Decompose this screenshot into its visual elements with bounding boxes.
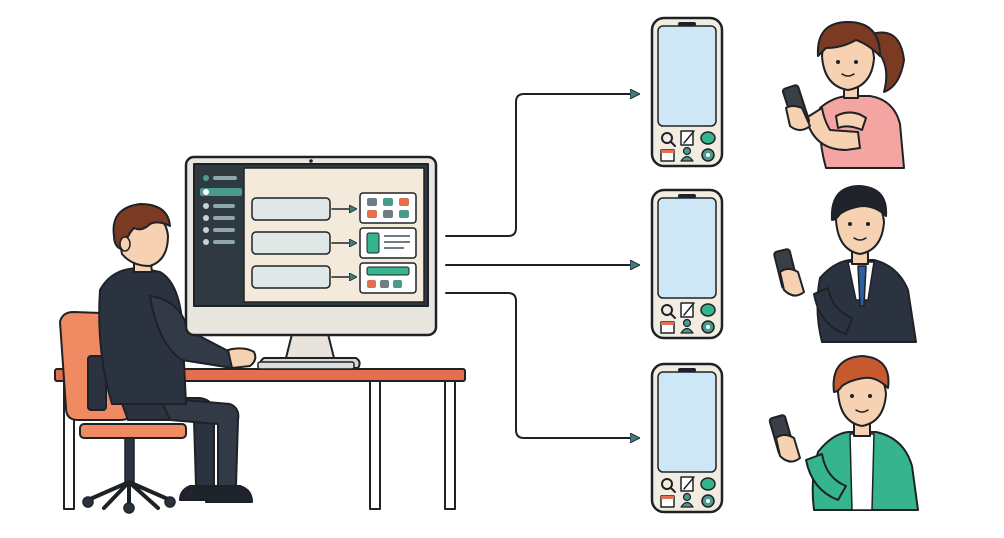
phone-bottom (650, 362, 724, 514)
gear-icon (701, 494, 715, 508)
chat-icon (700, 131, 716, 145)
woman-with-phone (781, 21, 905, 169)
edit-icon (680, 130, 695, 146)
businessman-with-phone (773, 185, 917, 343)
search-icon (661, 304, 676, 319)
gear-icon (701, 320, 715, 334)
distribution-arrows (445, 94, 636, 438)
gear-icon (701, 148, 715, 162)
calendar-icon (660, 149, 675, 162)
man-in-green-jacket-with-phone (768, 355, 919, 511)
monitor-tile-grid (359, 192, 417, 224)
monitor-sidebar (200, 175, 242, 245)
monitor-field-1 (251, 197, 331, 221)
user-icon (680, 492, 694, 508)
chat-icon (700, 303, 716, 317)
phone-top (650, 16, 724, 168)
calendar-icon (660, 321, 675, 334)
calendar-icon (660, 495, 675, 508)
search-icon (661, 132, 676, 147)
monitor-tile-list (359, 227, 417, 259)
user-icon (680, 146, 694, 162)
edit-icon (680, 302, 695, 318)
phone-middle (650, 188, 724, 340)
monitor-field-2 (251, 231, 331, 255)
monitor-field-3 (251, 265, 331, 289)
chat-icon (700, 477, 716, 491)
edit-icon (680, 476, 695, 492)
search-icon (661, 478, 676, 493)
monitor (184, 155, 438, 370)
user-icon (680, 318, 694, 334)
monitor-tile-banner (359, 262, 417, 294)
